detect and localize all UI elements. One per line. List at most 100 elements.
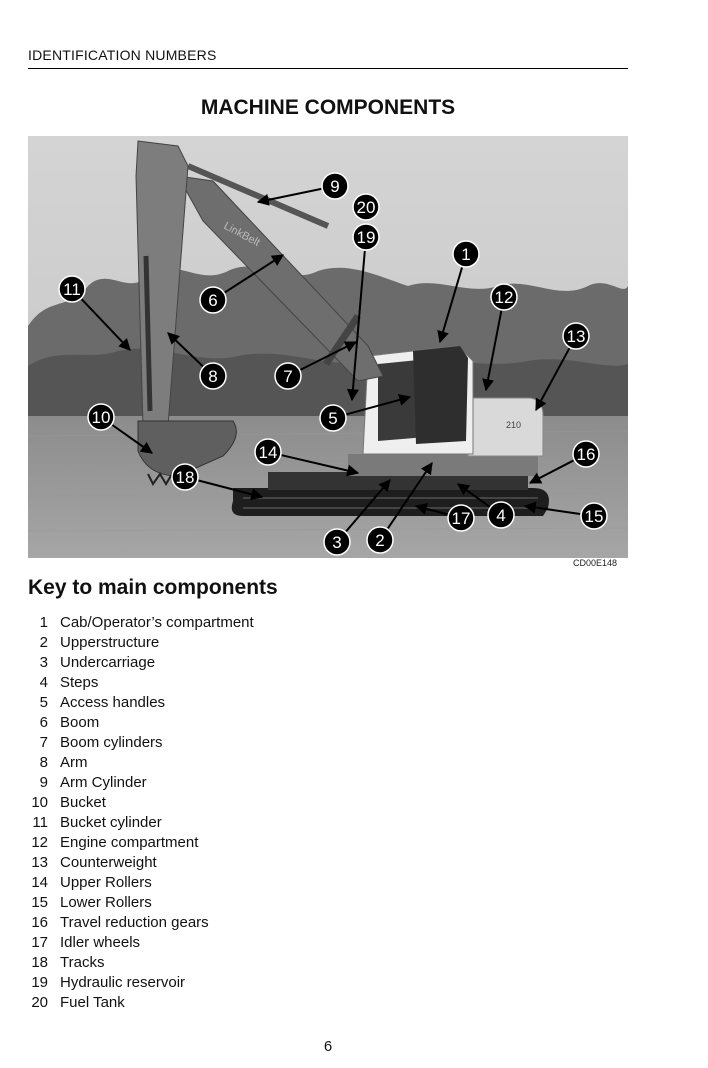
callout-label: 10 [92,408,111,427]
cab-door [413,346,468,444]
callout-badge [352,223,380,251]
key-item-number: 13 [31,854,48,871]
callout-arrow [414,502,448,516]
key-item-number: 10 [31,794,48,811]
callout-badge [366,526,394,554]
key-item-number: 18 [31,954,48,971]
callout-label: 18 [176,468,195,487]
callout-label: 2 [375,531,384,550]
callout-arrow [528,459,575,484]
key-item-number: 3 [39,654,48,671]
key-item-label: Bucket cylinder [60,814,162,831]
key-item: 13 Counterweight [28,853,254,873]
key-item-number: 16 [31,914,48,931]
callout-badge [452,240,480,268]
key-item-number: 7 [39,734,48,751]
callout-arrow [482,310,503,392]
key-item: 17 Idler wheels [28,933,254,953]
key-item-label: Cab/Operator’s compartment [60,614,254,631]
key-item-label: Tracks [60,954,105,971]
callout-badge [580,502,608,530]
callout-label: 6 [208,291,217,310]
key-item: 1 Cab/Operator’s compartment [28,613,254,633]
callout-label: 13 [567,327,586,346]
callout-label: 19 [357,228,376,247]
section-header: IDENTIFICATION NUMBERS [28,47,628,69]
key-item: 14 Upper Rollers [28,873,254,893]
boom-cylinder-shape [323,314,361,366]
callout-arrow [535,347,571,412]
key-item-number: 15 [31,894,48,911]
callout-label: 5 [328,409,337,428]
key-item-label: Counterweight [60,854,157,871]
key-item-label: Engine compartment [60,834,199,851]
key-item-number: 17 [31,934,48,951]
key-item-label: Travel reduction gears [60,914,209,931]
key-item-number: 6 [39,714,48,731]
key-item-label: Steps [60,674,99,691]
callout-arrow [346,250,366,402]
key-item-number: 9 [39,774,48,791]
callout-label: 14 [259,443,278,462]
callout-label: 4 [496,506,505,525]
callout-badge [171,463,199,491]
callout-badge [572,440,600,468]
key-item: 6 Boom [28,713,254,733]
callout-arrow [346,394,412,416]
key-item-label: Upper Rollers [60,874,152,891]
callout-badge [199,362,227,390]
bucket-cylinder-shape [143,255,153,412]
callout-arrow [457,483,491,508]
key-item: 11 Bucket cylinder [28,813,254,833]
key-item-number: 14 [31,874,48,891]
callout-label: 16 [577,445,596,464]
callout-label: 1 [461,245,470,264]
key-item-label: Boom [60,714,100,731]
callout-badge [487,501,515,529]
key-item-label: Upperstructure [60,634,160,651]
callout-arrow [437,267,463,344]
callout-badge [87,403,115,431]
key-item-label: Idler wheels [60,934,141,951]
callout-badge [447,504,475,532]
key-item: 16 Travel reduction gears [28,913,254,933]
boom-shape [177,175,384,382]
page-number: 6 [323,1038,333,1055]
callout-badge [254,438,282,466]
callout-arrow [256,187,322,206]
callout-badge [321,172,349,200]
key-item-number: 1 [39,614,48,631]
callout-badge [323,528,351,556]
key-item-number: 20 [31,994,48,1011]
callout-arrow [198,479,264,501]
callout-label: 3 [332,533,341,552]
callout-badge [199,286,227,314]
callout-arrow [111,424,153,454]
callout-arrow [345,479,391,533]
callout-arrow [281,454,360,477]
callout-arrow [167,332,204,368]
figure-reference-code: CD00E148 [573,558,618,568]
callout-badge [58,275,86,303]
callout-label: 11 [63,280,81,299]
callout-label: 7 [283,367,292,386]
key-item-number: 11 [32,814,48,831]
callout-arrow [300,341,358,371]
callout-label: 9 [330,177,339,196]
callout-badge [490,283,518,311]
callout-badge [352,193,380,221]
key-item-label: Undercarriage [60,654,156,671]
callout-badge [274,362,302,390]
key-item-number: 4 [39,674,48,691]
